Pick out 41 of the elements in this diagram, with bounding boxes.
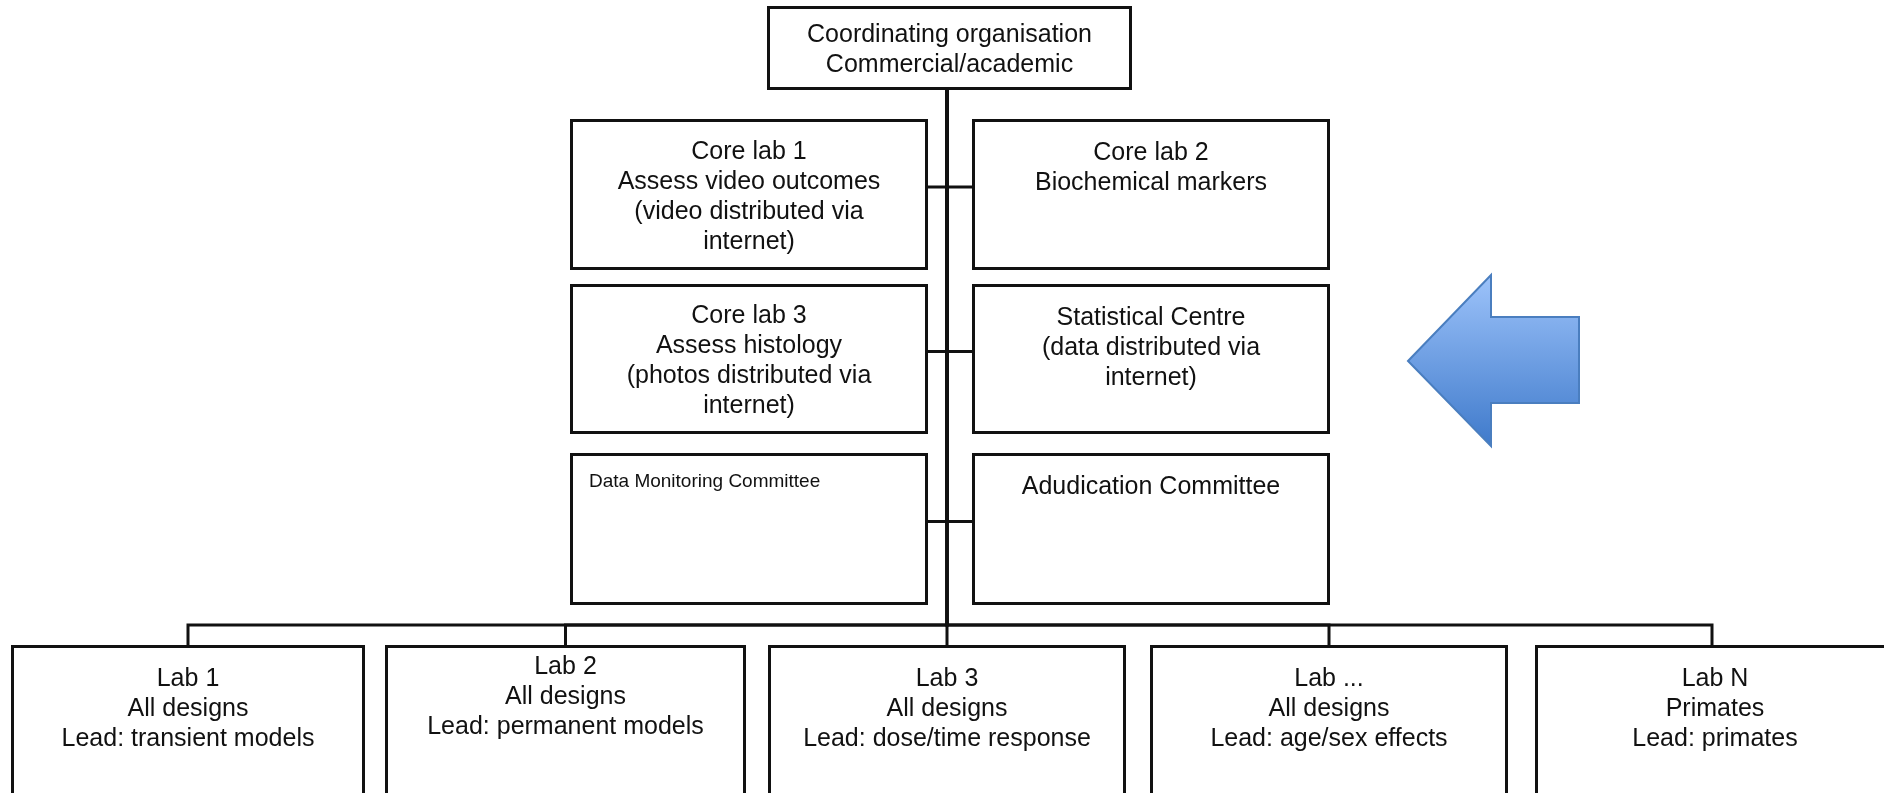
box-heading: Lab 2: [534, 650, 597, 680]
box-text: Lead: transient models: [61, 722, 315, 752]
box-text: Primates: [1665, 692, 1765, 722]
lab-box: [1535, 645, 1884, 793]
box-text: All designs: [127, 692, 249, 722]
box-text: Biochemical markers: [1035, 166, 1267, 196]
box-text: All designs: [886, 692, 1008, 722]
lab-box: [11, 645, 365, 793]
box-text: (video distributed via internet): [633, 194, 865, 255]
box-text: (data distributed via internet): [1040, 331, 1262, 391]
box-heading: Lab 3: [915, 662, 979, 692]
lab-box: [1150, 645, 1508, 793]
box-text: All designs: [505, 680, 626, 710]
box-text: All designs: [1268, 692, 1390, 722]
box-text: Assess histology: [655, 329, 843, 359]
box-text: Lead: permanent models: [427, 710, 704, 740]
box-heading: Core lab 1: [691, 134, 807, 165]
box-heading: Coordinating organisation: [807, 18, 1092, 48]
box-heading: Lab N: [1681, 662, 1749, 692]
unit-box: [570, 284, 928, 434]
box-heading: Adudication Committee: [1021, 470, 1281, 500]
box-heading: Core lab 3: [691, 299, 807, 329]
organisation-box: [767, 6, 1132, 90]
lab-box: [385, 645, 746, 793]
unit-box: [972, 284, 1330, 434]
unit-box: [570, 119, 928, 270]
box-text: Lead: primates: [1632, 722, 1798, 752]
box-heading: Data Monitoring Committee: [589, 470, 821, 493]
lab-box: [768, 645, 1126, 793]
unit-box: [972, 453, 1330, 605]
box-heading: Lab 1: [156, 662, 220, 692]
box-heading: Statistical Centre: [1056, 301, 1246, 331]
box-text: Commercial/academic: [825, 48, 1074, 78]
box-text: Assess video outcomes: [617, 164, 881, 195]
unit-box: [570, 453, 928, 605]
box-text: Lead: dose/time response: [803, 722, 1091, 752]
box-text: Lead: age/sex effects: [1210, 722, 1448, 752]
box-heading: Core lab 2: [1093, 136, 1209, 166]
box-heading: Lab ...: [1294, 662, 1364, 692]
box-text: (photos distributed via internet): [625, 359, 873, 419]
unit-box: [972, 119, 1330, 270]
